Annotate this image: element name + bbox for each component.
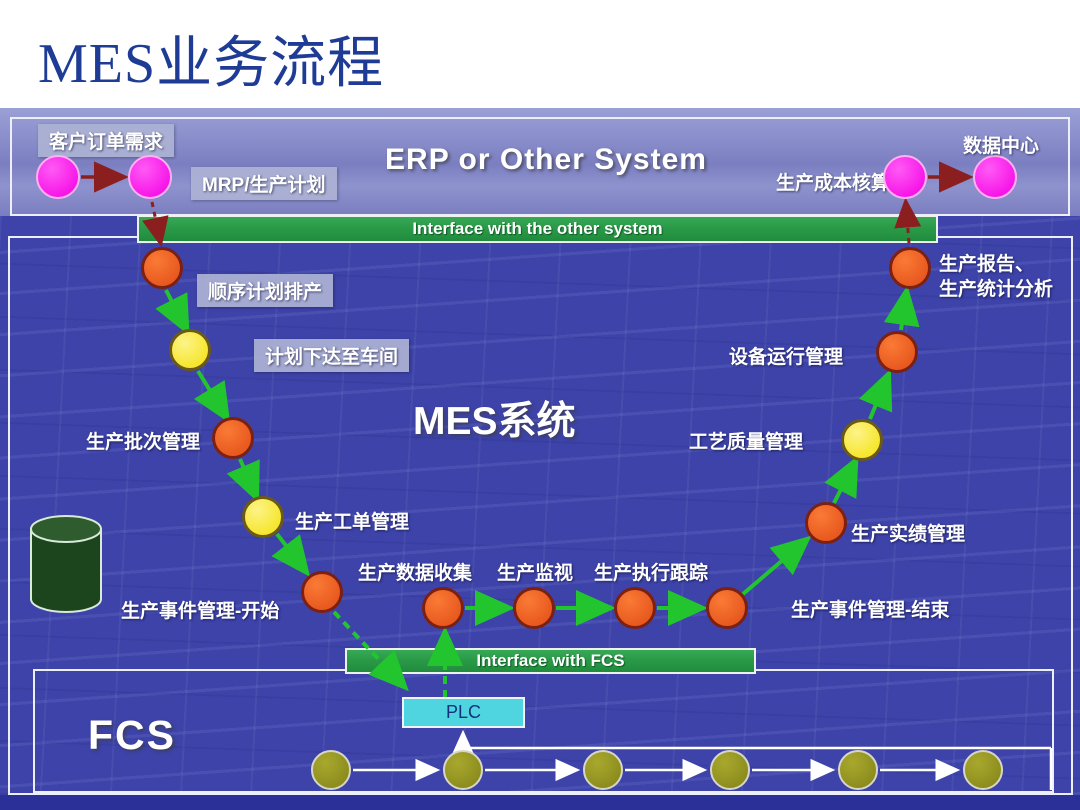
production-report-line1: 生产报告、 [939,254,1035,275]
device-node-4 [710,750,750,790]
quality-management-label: 工艺质量管理 [689,432,804,453]
cost-accounting-label: 生产成本核算 [776,173,891,194]
batch-management-label: 生产批次管理 [86,432,201,453]
node-event-start [301,571,343,613]
mrp-label: MRP/生产计划 [191,167,337,200]
node-batch-management [212,417,254,459]
plc-label: PLC [445,702,481,722]
erp-system-title: ERP or Other System [385,143,707,176]
node-execution-tracking [614,587,656,629]
node-event-end [706,587,748,629]
node-production-report [889,247,931,289]
page-title: MES业务流程 [38,33,385,95]
fcs-title: FCS [88,712,176,758]
interface-top-label: Interface with the other system [412,219,663,238]
dispatch-to-shop-label: 计划下达至车间 [254,339,410,372]
monitoring-label: 生产监视 [497,563,574,584]
node-monitoring [513,587,555,629]
node-sequence-scheduling [141,247,183,289]
node-equipment-management [876,331,918,373]
node-customer-order [36,155,80,199]
database-cylinder-icon [30,515,102,613]
node-performance-management [805,502,847,544]
node-work-order [242,496,284,538]
execution-tracking-label: 生产执行跟踪 [594,563,709,584]
bottom-strip [0,795,1080,810]
fcs-panel [33,669,1054,793]
equipment-management-label: 设备运行管理 [729,347,844,368]
device-node-5 [838,750,878,790]
node-dispatch-to-shop [169,329,211,371]
performance-management-label: 生产实绩管理 [851,524,966,545]
interface-fcs-bar: Interface with FCS [345,648,756,674]
plc-box: PLC [402,697,525,728]
production-report-label: 生产报告、 生产统计分析 [939,252,1053,302]
work-order-label: 生产工单管理 [295,512,410,533]
device-node-2 [443,750,483,790]
event-start-label: 生产事件管理-开始 [121,601,280,622]
customer-order-label: 客户订单需求 [38,124,175,157]
mes-system-title: MES系统 [413,400,576,443]
production-report-line2: 生产统计分析 [939,279,1054,300]
device-node-1 [311,750,351,790]
event-end-label: 生产事件管理-结束 [791,600,950,621]
data-collection-label: 生产数据收集 [358,563,473,584]
interface-fcs-label: Interface with FCS [476,651,625,670]
node-quality-management [841,419,883,461]
node-data-center [973,155,1017,199]
device-node-3 [583,750,623,790]
interface-top-bar: Interface with the other system [137,215,938,243]
sequence-scheduling-label: 顺序计划排产 [197,274,334,307]
data-center-label: 数据中心 [963,136,1040,157]
node-mrp [128,155,172,199]
node-data-collection [422,587,464,629]
node-cost-accounting [883,155,927,199]
device-node-6 [963,750,1003,790]
